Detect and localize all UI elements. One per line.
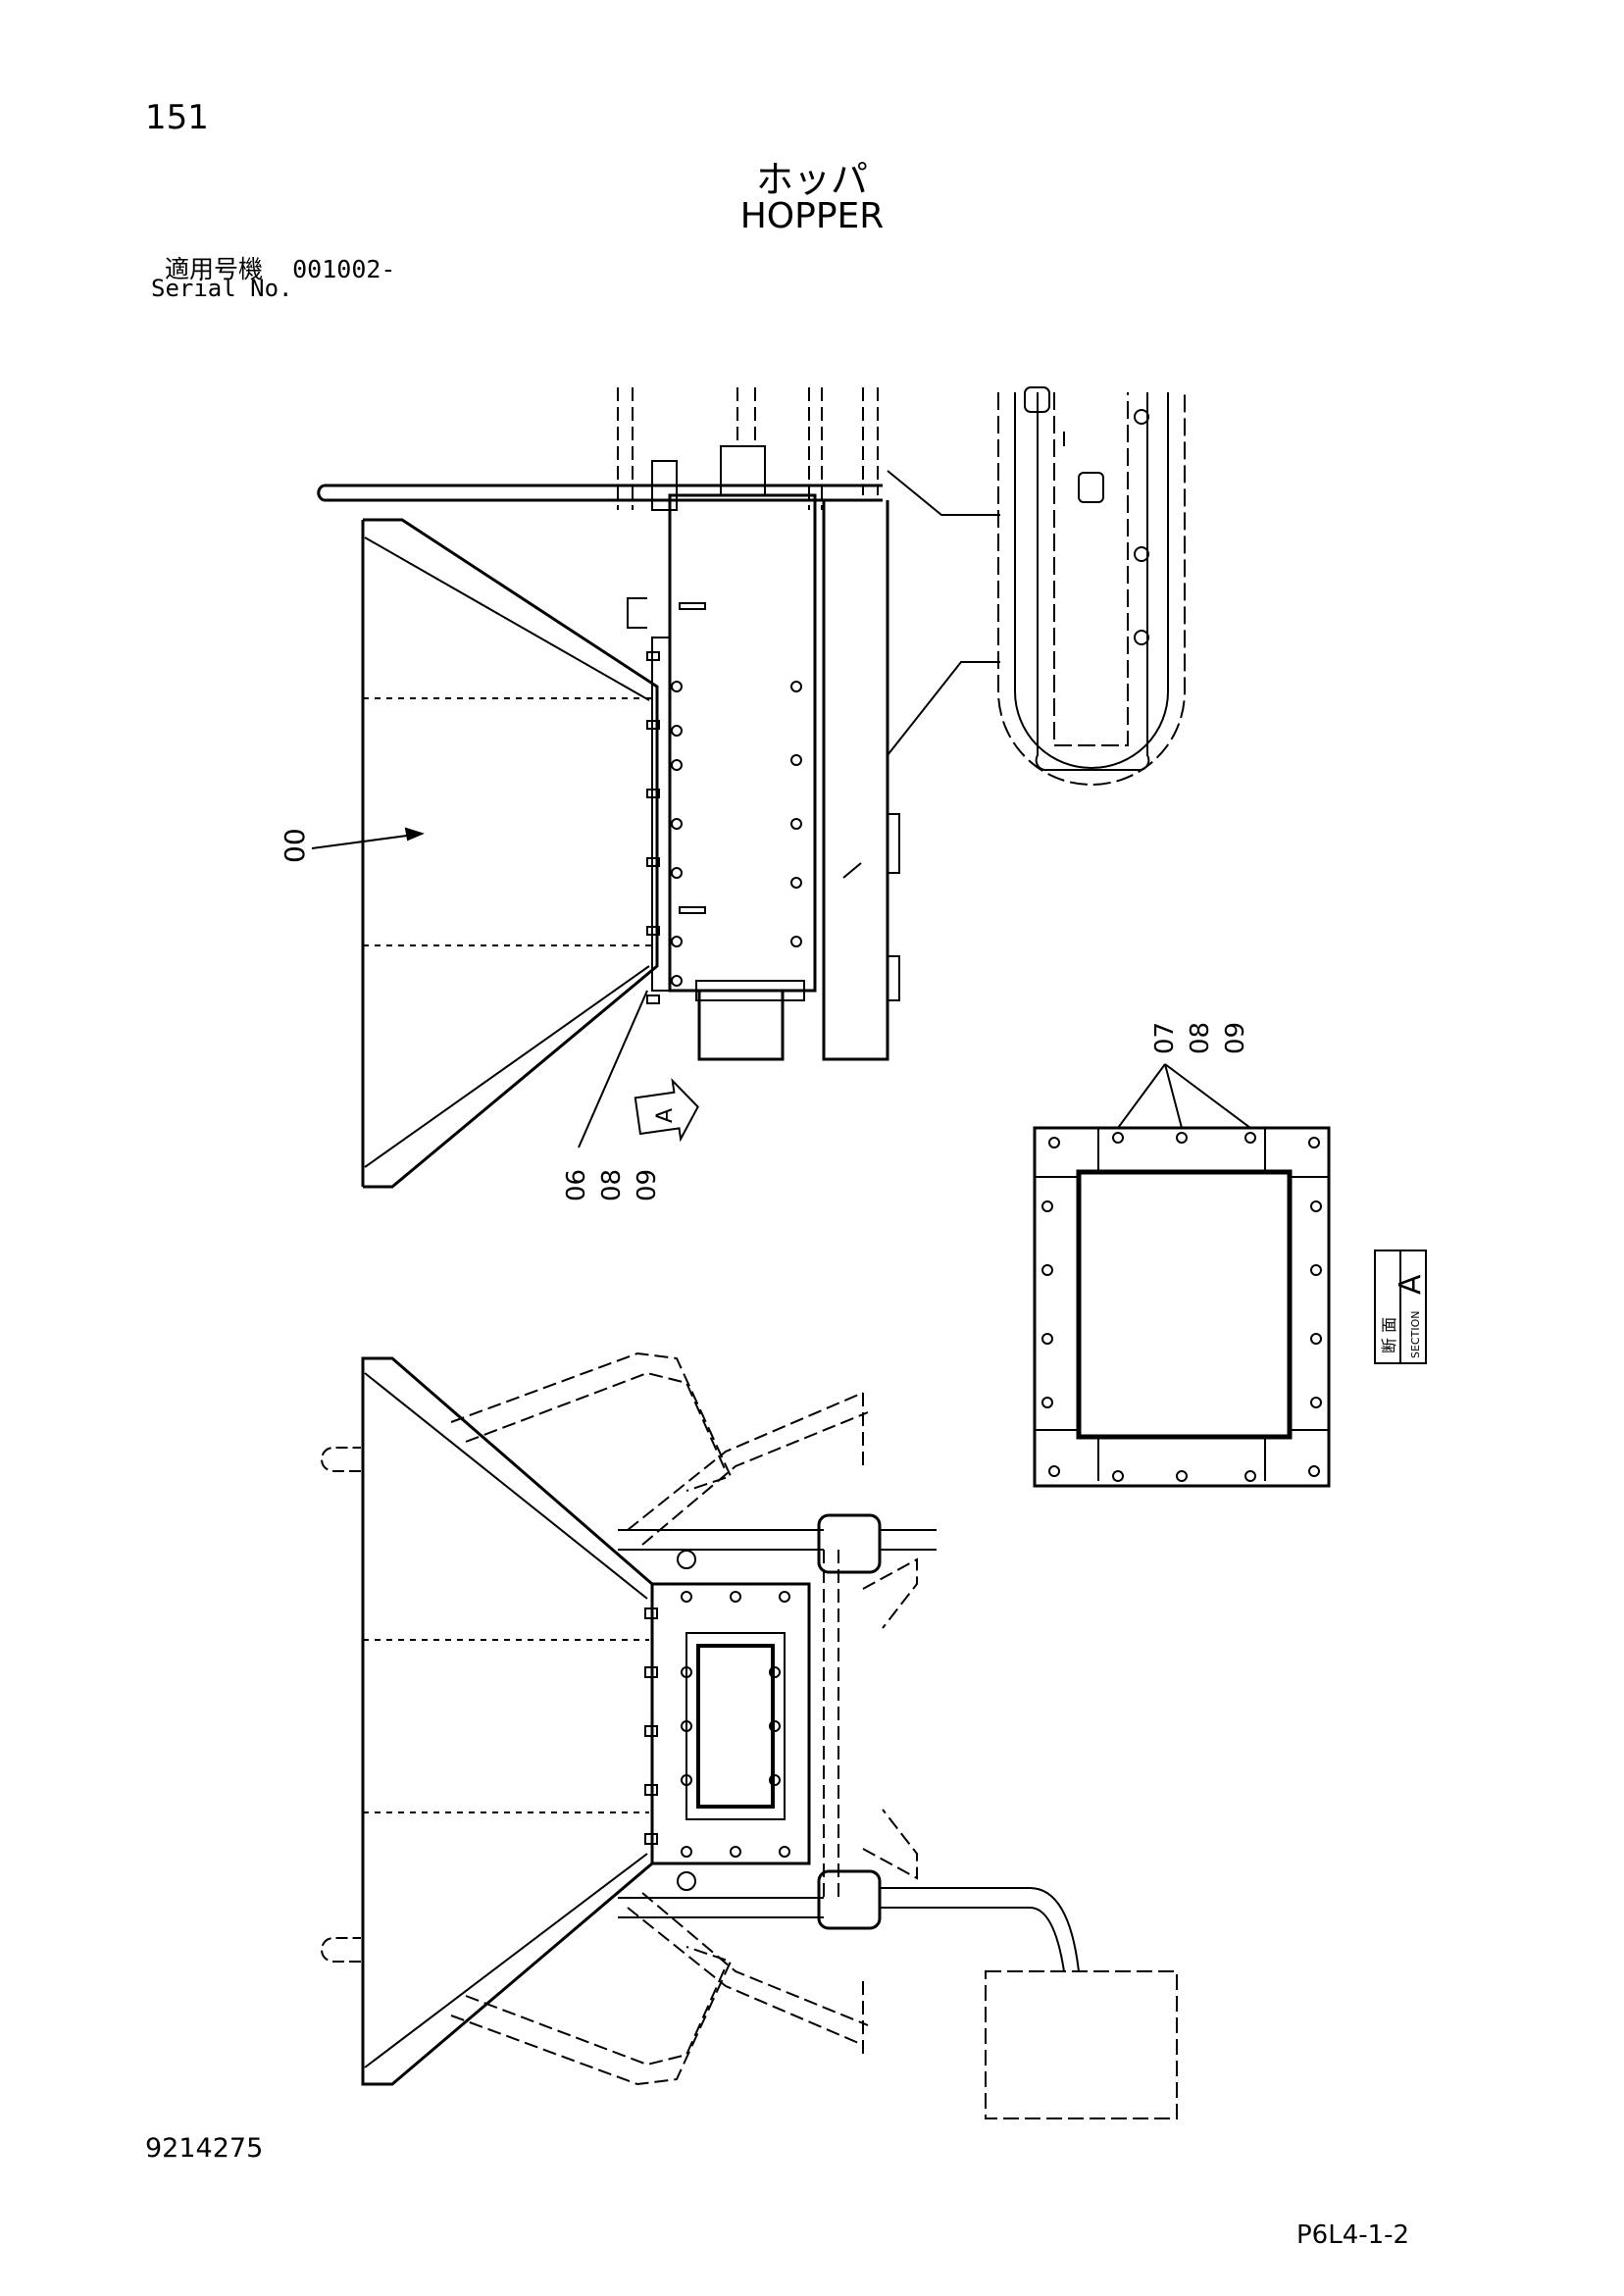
section-label-jp: 断 面	[1380, 1317, 1398, 1353]
callout-06-leader	[578, 990, 648, 1148]
page-number: 151	[145, 98, 209, 137]
callout-00-label: 00	[279, 828, 311, 863]
view-a-arrow	[634, 1078, 699, 1143]
serial-label: Serial No.	[151, 275, 293, 302]
callout-09-label: 09	[633, 1169, 662, 1201]
callout-07-label: 07	[1150, 1022, 1180, 1054]
callout-00-leader	[311, 827, 425, 849]
callout-08-label: 08	[597, 1169, 627, 1201]
hopper-top-view	[317, 386, 1186, 1189]
section-a-detail	[1033, 1063, 1331, 1488]
callout-07-08-09: 07 08 09	[1150, 1022, 1250, 1054]
view-a-marker-label: A	[653, 1108, 678, 1123]
section-label-box	[1374, 1250, 1427, 1364]
callout-09-label: 09	[1221, 1022, 1250, 1054]
hopper-side-view	[321, 1352, 1178, 2119]
callout-06-08-09: 06 08 09	[562, 1169, 662, 1201]
section-label-en: SECTION	[1409, 1311, 1422, 1358]
section-label-letter: A	[1394, 1274, 1428, 1295]
section-label: 断 面 SECTION A	[1380, 1274, 1428, 1358]
page-title: HOPPER	[739, 196, 885, 236]
page-title-japanese: ホッパ	[755, 158, 868, 201]
document-number: 9214275	[145, 2133, 264, 2164]
page-code: P6L4-1-2	[1296, 2220, 1410, 2250]
serial-label-jp-text: 適用号機	[165, 255, 264, 283]
callout-06-label: 06	[562, 1169, 591, 1201]
serial-value: 001002-	[292, 255, 396, 283]
serial-label-japanese: 適用号機 001002-	[165, 250, 395, 285]
callout-08-label: 08	[1186, 1022, 1215, 1054]
